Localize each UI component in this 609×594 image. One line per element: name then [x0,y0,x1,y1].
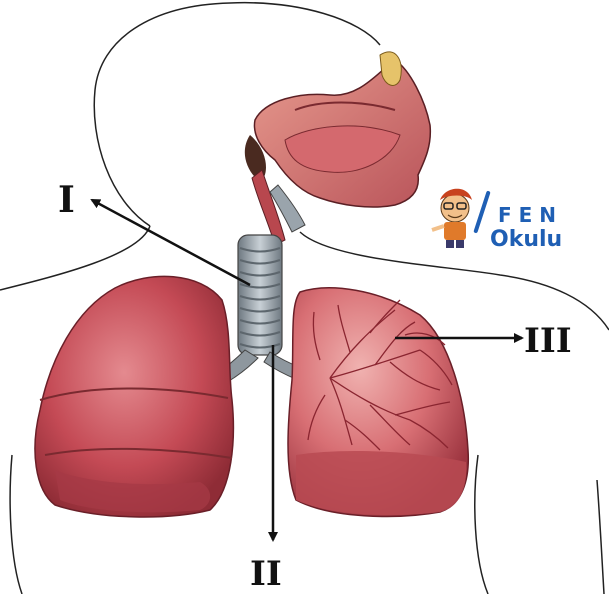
mascot-icon [432,189,491,248]
trachea [238,235,282,355]
logo-line1: F E N [498,203,556,227]
head-cavity [245,52,431,207]
logo-line2: Okulu [490,227,562,252]
arrow-trachea [92,200,250,285]
right-lung [288,288,468,517]
fen-okulu-logo: F E N Okulu [432,189,562,252]
left-lung [35,276,233,517]
label-bronchus: II [250,554,282,594]
label-trachea: I [58,179,75,221]
label-alveoli: III [524,321,572,361]
